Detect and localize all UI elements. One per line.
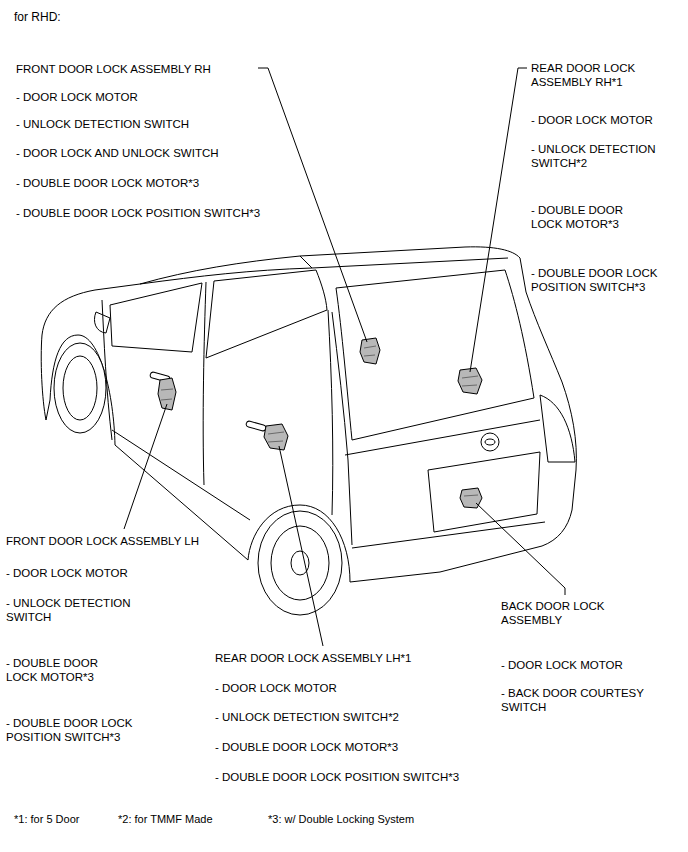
leader-line xyxy=(470,68,527,372)
component-item: - DOUBLE DOOR LOCK POSITION SWITCH*3 xyxy=(6,716,156,744)
roof-line xyxy=(140,268,312,284)
lock-detail xyxy=(161,389,173,400)
lock-detail xyxy=(268,432,284,442)
leader-line xyxy=(476,503,565,595)
rear-side-window xyxy=(206,270,327,358)
component-item: - DOOR LOCK MOTOR xyxy=(6,566,128,580)
component-item: - DOUBLE DOOR LOCK MOTOR*3 xyxy=(215,740,398,754)
door-lock-assembly xyxy=(264,424,288,450)
front-wheel xyxy=(54,343,106,433)
emblem xyxy=(481,433,499,451)
lock-detail xyxy=(462,376,478,386)
lock-detail xyxy=(464,495,478,496)
front-side-window xyxy=(110,283,202,352)
footnote: *1: for 5 Door xyxy=(14,812,79,826)
part-name: REAR DOOR LOCK ASSEMBLY RH*1 xyxy=(531,61,671,89)
front-wheel xyxy=(63,356,97,420)
component-item: - UNLOCK DETECTION SWITCH*2 xyxy=(531,142,676,170)
rear-wheel xyxy=(271,526,329,600)
component-item: - UNLOCK DETECTION SWITCH*2 xyxy=(215,710,399,724)
component-item: - UNLOCK DETECTION SWITCH xyxy=(16,117,189,131)
component-item: - DOOR LOCK MOTOR xyxy=(531,113,653,127)
hatch-line xyxy=(332,312,352,545)
component-item: - DOUBLE DOOR LOCK MOTOR*3 xyxy=(6,656,111,684)
lock-detail xyxy=(364,346,376,356)
component-item: - DOUBLE DOOR LOCK POSITION SWITCH*3 xyxy=(16,206,260,220)
component-item: - DOUBLE DOOR LOCK POSITION SWITCH*3 xyxy=(215,770,459,784)
tail-light xyxy=(540,395,575,462)
door-line xyxy=(328,310,333,515)
component-item: - DOOR LOCK MOTOR xyxy=(16,90,138,104)
door-lock-assembly xyxy=(360,338,380,364)
leader-line xyxy=(124,404,167,529)
component-item: - DOUBLE DOOR LOCK POSITION SWITCH*3 xyxy=(531,266,676,294)
door-handle xyxy=(246,421,267,432)
leader-line xyxy=(258,68,367,342)
sill-line xyxy=(112,430,250,520)
footnote: *3: w/ Double Locking System xyxy=(268,812,414,826)
component-item: - DOOR LOCK MOTOR xyxy=(501,658,623,672)
mirror xyxy=(94,312,110,333)
door-line xyxy=(203,282,206,485)
component-item: - DOOR LOCK MOTOR xyxy=(215,681,337,695)
license-plate-recess xyxy=(428,452,540,532)
component-item: - DOUBLE DOOR LOCK MOTOR*3 xyxy=(16,176,199,190)
rear-wheel xyxy=(258,511,342,615)
roof-line xyxy=(300,256,508,268)
component-item: - UNLOCK DETECTION SWITCH xyxy=(6,596,151,624)
bumper-line xyxy=(352,522,545,548)
part-name: BACK DOOR LOCK ASSEMBLY xyxy=(501,599,631,627)
hatch-line xyxy=(345,420,540,455)
part-name: REAR DOOR LOCK ASSEMBLY LH*1 xyxy=(215,651,411,665)
component-item: - BACK DOOR COURTESY SWITCH xyxy=(501,686,661,714)
part-name: FRONT DOOR LOCK ASSEMBLY LH xyxy=(6,534,199,548)
emblem xyxy=(485,439,495,445)
footnote: *2: for TMMF Made xyxy=(118,812,213,826)
component-item: - DOUBLE DOOR LOCK MOTOR*3 xyxy=(531,203,636,231)
component-item: - DOOR LOCK AND UNLOCK SWITCH xyxy=(16,146,219,160)
leader-line xyxy=(279,446,323,646)
rear-glass xyxy=(336,270,534,440)
part-name: FRONT DOOR LOCK ASSEMBLY RH xyxy=(16,62,211,76)
page-heading: for RHD: xyxy=(14,10,61,24)
